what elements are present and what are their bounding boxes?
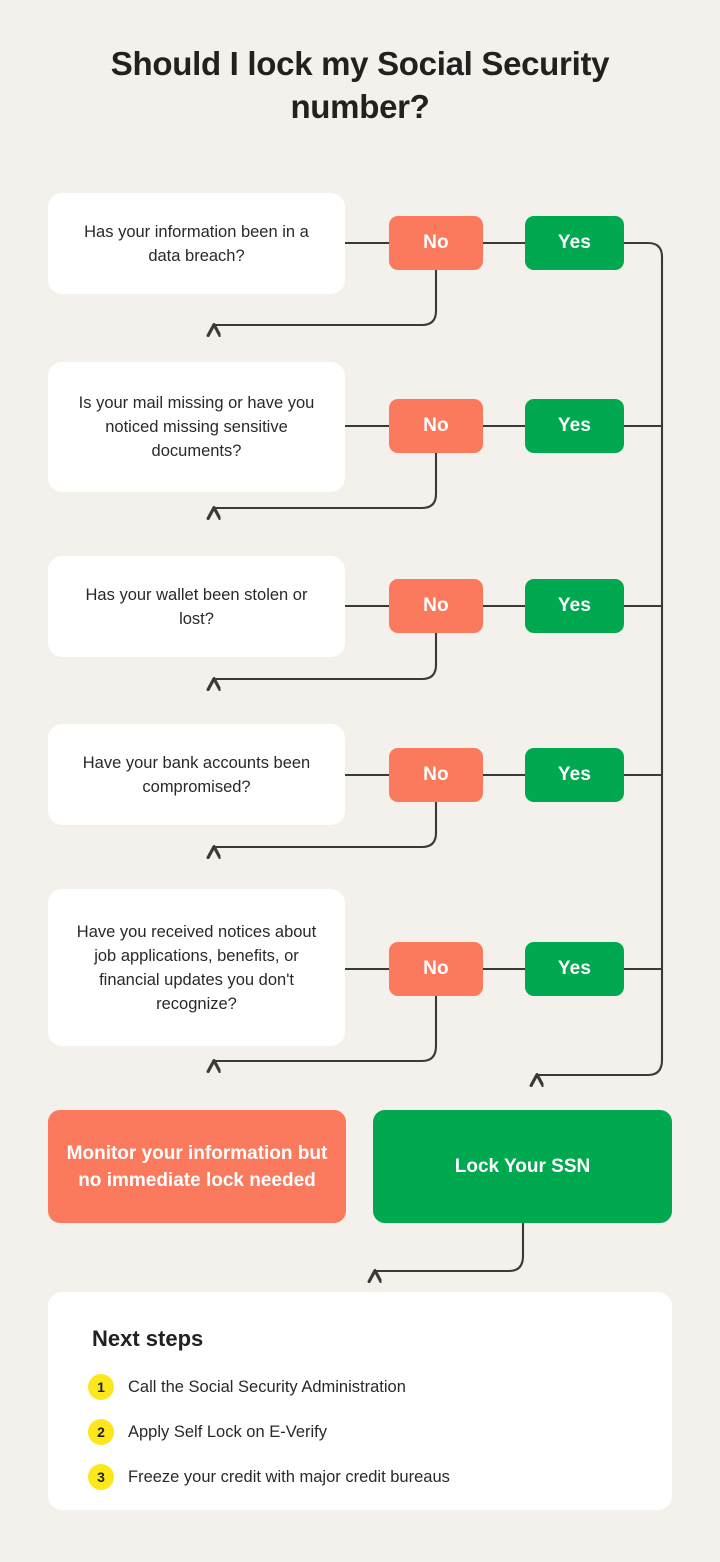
answer-no-label: No (423, 415, 449, 436)
answer-no-3[interactable]: No (389, 579, 483, 633)
question-card-3: Has your wallet been stolen or lost? (48, 556, 345, 657)
question-text: Has your information been in a data brea… (84, 222, 309, 265)
outcome-monitor: Monitor your information but no immediat… (48, 1110, 346, 1223)
question-text: Have your bank accounts been compromised… (82, 753, 311, 796)
outcome-lock-ssn: Lock Your SSN (373, 1110, 672, 1223)
answer-no-label: No (423, 595, 449, 616)
answer-no-label: No (423, 958, 449, 979)
next-step-item: 3 Freeze your credit with major credit b… (88, 1464, 632, 1490)
answer-yes-5[interactable]: Yes (525, 942, 624, 996)
answer-yes-label: Yes (557, 415, 592, 436)
page-title: Should I lock my Social Security number? (110, 45, 610, 125)
next-step-item: 2 Apply Self Lock on E-Verify (88, 1419, 632, 1445)
answer-yes-label: Yes (557, 764, 592, 785)
answer-yes-2[interactable]: Yes (525, 399, 624, 453)
answer-no-5[interactable]: No (389, 942, 483, 996)
answer-no-4[interactable]: No (389, 748, 483, 802)
question-text: Has your wallet been stolen or lost? (85, 585, 308, 628)
question-card-5: Have you received notices about job appl… (48, 889, 345, 1046)
answer-yes-label: Yes (557, 958, 592, 979)
answer-no-label: No (423, 232, 449, 253)
question-card-4: Have your bank accounts been compromised… (48, 724, 345, 825)
next-steps-card: Next steps 1 Call the Social Security Ad… (48, 1292, 672, 1510)
answer-yes-label: Yes (557, 595, 592, 616)
answer-yes-1[interactable]: Yes (525, 216, 624, 270)
question-text: Is your mail missing or have you noticed… (78, 394, 315, 460)
step-number-badge: 1 (88, 1374, 114, 1400)
step-label: Call the Social Security Administration (128, 1377, 406, 1396)
answer-no-label: No (423, 764, 449, 785)
outcome-monitor-label: Monitor your information but no immediat… (66, 1142, 328, 1191)
step-number-badge: 3 (88, 1464, 114, 1490)
answer-yes-3[interactable]: Yes (525, 579, 624, 633)
question-text: Have you received notices about job appl… (76, 922, 317, 1013)
question-card-2: Is your mail missing or have you noticed… (48, 362, 345, 492)
question-card-1: Has your information been in a data brea… (48, 193, 345, 294)
next-step-item: 1 Call the Social Security Administratio… (88, 1374, 632, 1400)
answer-no-1[interactable]: No (389, 216, 483, 270)
step-number-badge: 2 (88, 1419, 114, 1445)
outcome-lock-label: Lock Your SSN (454, 1156, 591, 1177)
step-label: Apply Self Lock on E-Verify (128, 1422, 328, 1441)
answer-no-2[interactable]: No (389, 399, 483, 453)
answer-yes-4[interactable]: Yes (525, 748, 624, 802)
answer-yes-label: Yes (557, 232, 592, 253)
next-steps-heading: Next steps (92, 1326, 204, 1351)
step-label: Freeze your credit with major credit bur… (128, 1467, 450, 1486)
